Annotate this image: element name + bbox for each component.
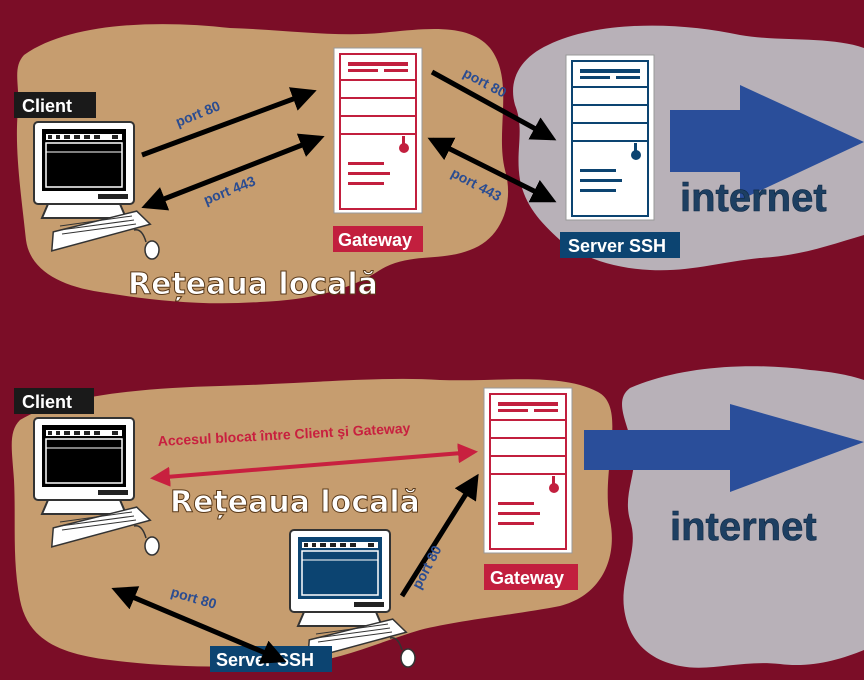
bottom-scenario: internet Gateway Client Server SSH Acces… bbox=[11, 366, 864, 672]
big-arrow-icon-bottom bbox=[584, 404, 864, 492]
local-network-label-bottom: Rețeaua locală bbox=[170, 485, 420, 520]
gateway-label-top: Gateway bbox=[338, 230, 412, 250]
arrow-gateway-server-out-top bbox=[430, 69, 557, 141]
internet-label-bottom: internet bbox=[670, 505, 817, 549]
server-badge-top bbox=[560, 232, 680, 258]
gateway-badge-top bbox=[333, 226, 423, 252]
gateway-label-bottom: Gateway bbox=[490, 568, 564, 588]
client-label-top: Client bbox=[22, 96, 72, 116]
big-arrow-icon-top bbox=[670, 85, 864, 200]
arrow-client-server-bottom bbox=[111, 586, 287, 664]
internet-label-top: internet bbox=[680, 176, 827, 220]
client-badge-top bbox=[14, 92, 96, 118]
client-badge-bottom bbox=[14, 388, 94, 414]
client-label-bottom: Client bbox=[22, 392, 72, 412]
arrow-server-gateway-bottom bbox=[399, 473, 479, 598]
arrow-gateway-server-back-top bbox=[427, 137, 557, 203]
server-label-top: Server SSH bbox=[568, 236, 666, 256]
server-tower-icon-top bbox=[565, 54, 655, 221]
arrow-client-gateway-back-top bbox=[141, 133, 325, 211]
gateway-badge-bottom bbox=[484, 564, 578, 590]
gateway-tower-icon-top bbox=[333, 47, 423, 214]
local-network-label-top: Rețeaua locală bbox=[128, 267, 378, 302]
arrow-blocked-client-gateway bbox=[150, 443, 478, 487]
top-scenario: internet Server SSH Gateway Client port … bbox=[14, 24, 864, 304]
gateway-tower-icon-bottom bbox=[483, 387, 573, 554]
